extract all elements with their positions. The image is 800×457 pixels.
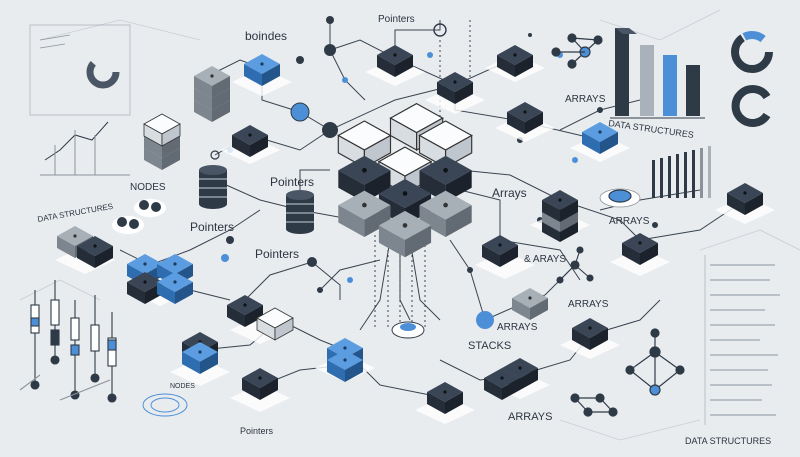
label-arrays-5: ARRAYS (497, 322, 538, 333)
label-data-structures-bottom: DATA STRUCTURES (685, 436, 771, 446)
label-and-arrays: & ARAYS (524, 254, 566, 265)
line-chart-left (40, 121, 130, 176)
label-nodes: NODES (130, 182, 166, 193)
label-nodes-bottom: NODES (170, 383, 195, 390)
label-arrays-1: ARRAYS (565, 94, 606, 105)
label-pointers-2: Pointers (190, 220, 234, 234)
label-boindes: boindes (245, 29, 287, 43)
label-arrays-3: ARRAYS (609, 216, 650, 227)
label-arrays-4: ARRAYS (568, 299, 609, 310)
label-pointers-top: Pointers (378, 14, 415, 25)
graph-small-mid (556, 246, 594, 284)
reel-icons (112, 199, 166, 234)
label-arrays-2: Arrays (492, 186, 527, 200)
box-plot-left (19, 280, 117, 403)
token-icons (142, 188, 641, 417)
graph-icon (551, 33, 603, 69)
text-lines-right (704, 255, 780, 425)
central-cube-cluster (337, 103, 473, 258)
label-pointers-1: Pointers (270, 175, 314, 189)
donut-chart-icon (731, 31, 773, 127)
label-arrays-6: ARRAYS (508, 411, 552, 423)
striped-bars-right (652, 146, 711, 198)
label-pointers-3: Pointers (255, 247, 299, 261)
label-stacks: STACKS (468, 340, 511, 352)
sketch-chart-left (29, 24, 131, 116)
background-lines (19, 9, 800, 441)
label-pointers-bottom: Pointers (240, 426, 274, 436)
graph-network-right (570, 328, 685, 417)
label-data-structures-left: DATA STRUCTURES (37, 202, 114, 224)
bar-chart-icon (610, 28, 705, 119)
label-data-structures-1: DATA STRUCTURES (608, 118, 695, 140)
